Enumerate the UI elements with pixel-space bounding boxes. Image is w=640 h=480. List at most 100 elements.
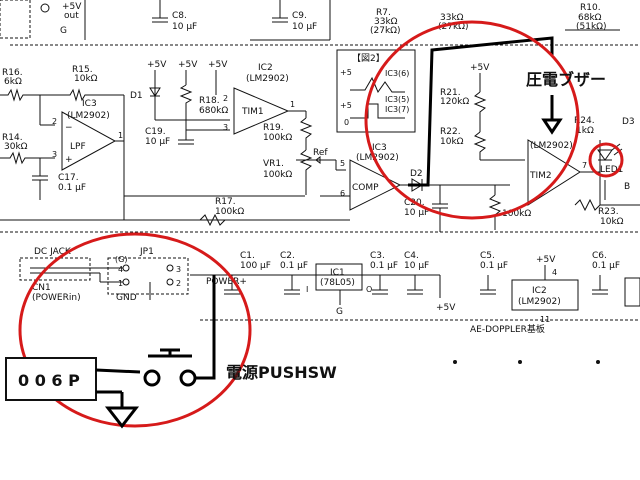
vr1-ref-label: Ref [313,148,328,158]
regulator-ic1 [315,263,363,291]
pushsw-label: 電源PUSHSW [226,363,337,382]
tim1-opamp [233,87,290,135]
board-name: AE-DOPPLER基板 [470,323,545,335]
r8-alt-value: (27kΩ) [438,22,469,32]
figure2-title: 【図2】 [352,53,385,64]
tim1-ic2-label: IC2 [258,63,273,73]
figure2-ic3-5: IC3(5) [385,95,409,104]
power-block: DC JACK CN1 (POWERin) JP1 4 3 1 2 (G) GN… [19,247,640,335]
stray-dot [596,360,600,364]
lpf-opamp [61,111,117,171]
tim2-plus5v: +5V [470,63,490,73]
r21-label: R21. [440,88,461,98]
pushsw-wire [195,275,216,380]
r17-label: R17. [215,197,236,207]
r7-alt-value: (27kΩ) [370,26,401,36]
output-out-label: out [64,11,79,21]
output-connector-box [0,0,31,39]
r14-label: R14. [2,133,23,143]
r17-value: 100kΩ [215,207,244,217]
comp-pin6: 6 [340,189,345,198]
tim1-pin2: 2 [223,94,228,103]
comp-ic3-part: (LM2902) [356,153,399,163]
battery-006p [5,357,97,401]
ic2-pin11: 11 [540,315,550,324]
battery-ground-symbol [104,406,140,429]
output-plus5v-label: +5V [62,2,82,12]
c4-value: 10 µF [404,261,429,271]
pushsw-contact-right [179,369,197,387]
lpf-minus: − [65,123,73,133]
figure2-plus5-b: +5 [340,101,352,110]
led-symbol [597,149,613,161]
dc-jack-outline [19,257,91,281]
cn1-label: CN1 [32,283,51,293]
tim2-pin7: 7 [582,161,587,170]
c9-value: 10 µF [292,22,317,32]
c19-label: C19. [145,127,166,137]
cn1-subtitle: (POWERin) [32,293,81,303]
right-ic2-part: (LM2902) [518,297,561,307]
c6-label: C6. [592,251,607,261]
figure2-ic3-6: IC3(6) [385,69,409,78]
c17-label: C17. [58,173,79,183]
led-highlight-circle [588,142,624,178]
c20-value: 10 µF [404,208,429,218]
stray-dot [453,360,457,364]
tim1-ic2-part: (LM2902) [246,74,289,84]
r22-label: R22. [440,127,461,137]
r7-value: 33kΩ [374,17,398,27]
c6-value: 0.1 µF [592,261,620,271]
jp1-pin2: 2 [176,279,181,288]
tim1-plus5v-c: +5V [208,60,228,70]
buzzer-label: 圧電ブザー [526,70,606,89]
r19-label: R19. [263,123,284,133]
tim1-pin3: 3 [223,123,228,132]
power-highlight-circle [18,232,252,428]
r10-value: 68kΩ [578,13,602,23]
tim1-block: +5V +5V +5V R18. 680kΩ C19. 10 µF IC2 (L… [145,60,336,195]
jp1-pin4: 4 [118,265,123,274]
decoupling-plus5v: +5V [536,255,556,265]
c5-value: 0.1 µF [480,261,508,271]
ic1-g: G [336,307,343,317]
c9-label: C9. [292,11,307,21]
lpf-plus: + [65,155,73,165]
r20-value: 100kΩ [502,209,531,219]
tim2-highlight-circle [364,20,580,220]
c2-label: C2. [280,251,295,261]
figure2-plus5-a: +5 [340,68,352,77]
stray-dot [518,360,522,364]
c1-value: 100 µF [240,261,271,271]
tim2-b-label: B [624,182,630,192]
r19-value: 100kΩ [263,133,292,143]
battery-label: 0 0 6 P [18,371,80,390]
r24-value: 1kΩ [576,126,594,136]
jp1-pin1: 1 [118,279,123,288]
annotation-layer: 圧電ブザー 0 0 6 P 電源PUSHSW [5,20,624,429]
r16-label: R16. [2,68,23,78]
figure2-ic3-7: IC3(7) [385,105,409,114]
lpf-pin3: 3 [52,150,57,159]
decoupling-block: C5. 0.1 µF +5V 4 IC2 (LM2902) 11 C6. 0.1… [480,251,640,324]
jp1-pin3: 3 [176,265,181,274]
c2-value: 0.1 µF [280,261,308,271]
figure2-zero: 0 [344,118,349,127]
ic1-part: (78L05) [320,278,355,288]
ic2-power-box [511,279,579,311]
lpf-ic3-label: IC3 [82,99,97,109]
vr1-label: VR1. [263,159,284,169]
power-plus-label: POWER+ [206,277,247,287]
c3-label: C3. [370,251,385,261]
comp-block: IC3 (LM2902) COMP 5 6 R17. 100kΩ D2 【図2】… [124,49,510,227]
comp-opamp [349,159,402,211]
ic1-in: I [306,285,308,294]
c1-label: C1. [240,251,255,261]
pushsw-contact-left [143,369,161,387]
d2-label: D2 [410,169,423,179]
lpf-name: LPF [70,142,86,152]
r24-label: R24. [574,116,595,126]
c19-value: 10 µF [145,137,170,147]
tim1-plus5v-b: +5V [178,60,198,70]
